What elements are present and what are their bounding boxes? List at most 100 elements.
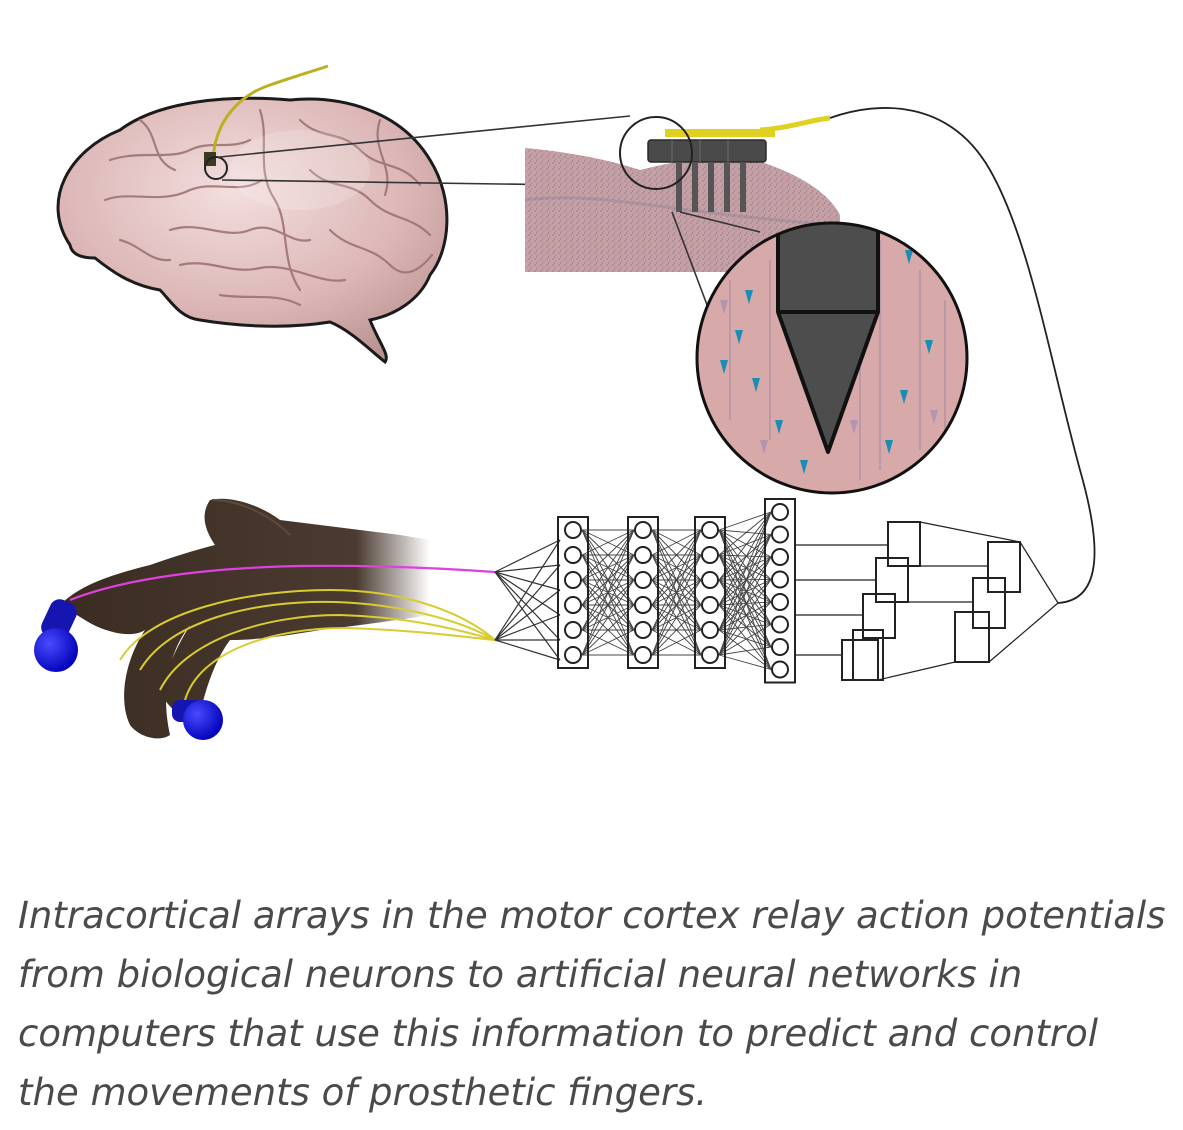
- brain-illustration: [56, 96, 449, 365]
- nn-node: [771, 615, 789, 634]
- nn-connection: [718, 579, 772, 625]
- nn-connection: [718, 511, 772, 656]
- nn-node: [564, 596, 582, 614]
- nn-node: [564, 621, 582, 639]
- nn-connection: [718, 554, 772, 603]
- nn-connection: [718, 601, 772, 606]
- bci-diagram: [34, 64, 1096, 740]
- nn-connection: [718, 604, 772, 648]
- nn-connection: [718, 529, 772, 558]
- nn-connection: [718, 529, 772, 603]
- nn-connection: [651, 529, 702, 556]
- nn-connection: [718, 654, 772, 670]
- nn-connection: [718, 601, 772, 656]
- nn-connection: [651, 529, 702, 606]
- nn-connection: [581, 554, 635, 656]
- nn-connection: [718, 554, 772, 670]
- nn-connection: [718, 556, 772, 581]
- nn-layer-box: [557, 516, 589, 669]
- nn-node: [701, 546, 719, 564]
- nn-connection: [718, 534, 772, 606]
- nn-connection: [718, 511, 772, 556]
- nn-connection: [581, 529, 635, 556]
- nn-connection: [718, 554, 772, 625]
- nn-node: [771, 593, 789, 611]
- artificial-neural-network: [557, 498, 796, 684]
- nn-connection: [718, 554, 772, 648]
- nn-connection: [718, 529, 772, 648]
- nn-node: [634, 596, 652, 614]
- nn-connection: [581, 604, 635, 656]
- nn-connection: [651, 604, 702, 656]
- nn-node: [634, 646, 652, 664]
- nn-layer-box: [764, 498, 796, 684]
- nn-connection: [718, 556, 772, 631]
- figure-caption: Intracortical arrays in the motor cortex…: [18, 894, 1166, 1114]
- nn-connection: [651, 529, 702, 581]
- nn-connection: [581, 529, 635, 631]
- signal-cable: [829, 107, 1096, 604]
- nn-connection: [718, 624, 772, 631]
- nn-connection: [651, 579, 702, 656]
- nn-node: [771, 525, 789, 544]
- nn-connection: [651, 629, 702, 656]
- nn-connection: [718, 629, 772, 648]
- nn-connection: [718, 579, 772, 606]
- implant-lead-wire: [211, 64, 329, 161]
- nn-node: [634, 621, 652, 639]
- nn-connection: [718, 511, 772, 581]
- nn-connection: [651, 554, 702, 656]
- nn-connection: [718, 601, 772, 631]
- nn-connection: [581, 529, 635, 581]
- nn-connection: [718, 511, 772, 631]
- nn-layer-box: [627, 516, 659, 669]
- nn-node: [634, 571, 652, 589]
- nn-connection: [718, 511, 772, 606]
- output-blocks: [841, 521, 1021, 681]
- nn-connection: [651, 529, 702, 656]
- nn-connection: [581, 529, 635, 656]
- nn-connection: [581, 629, 635, 656]
- nn-node: [771, 660, 789, 679]
- nn-connection: [718, 556, 772, 656]
- nn-node: [771, 638, 789, 656]
- nn-connection: [718, 629, 772, 670]
- nn-connection: [718, 624, 772, 656]
- nn-connection: [718, 554, 772, 558]
- nn-connection: [718, 529, 772, 670]
- nn-layer-box: [694, 516, 726, 669]
- nn-node: [771, 570, 789, 589]
- nn-connection: [718, 579, 772, 581]
- nn-connection: [718, 534, 772, 656]
- nn-node: [771, 548, 789, 566]
- nn-node: [564, 646, 582, 664]
- nn-connection: [718, 511, 772, 531]
- nn-connection: [718, 579, 772, 656]
- nn-connection: [718, 646, 772, 656]
- nn-connection: [718, 579, 772, 631]
- magnifier-projection-lines: [671, 211, 761, 319]
- nn-connection: [718, 579, 772, 648]
- nn-node: [701, 571, 719, 589]
- nn-connection: [718, 529, 772, 580]
- nn-node: [701, 621, 719, 639]
- prosthetic-hand: [34, 498, 496, 740]
- nn-connection: [718, 534, 772, 581]
- nn-connection: [718, 529, 772, 535]
- nn-node: [701, 646, 719, 664]
- nn-connection: [581, 529, 635, 606]
- electrode-zoom-circle: [619, 116, 693, 190]
- nn-node: [701, 596, 719, 614]
- nn-node: [564, 571, 582, 589]
- tissue-magnifier: [695, 221, 969, 495]
- nn-connection: [718, 604, 772, 625]
- nn-node: [564, 546, 582, 564]
- nn-connection: [581, 579, 635, 656]
- nn-connection: [718, 534, 772, 556]
- output-connectors: [796, 521, 1059, 681]
- nn-connection: [718, 556, 772, 606]
- nn-connection: [718, 579, 772, 670]
- cortex-tissue-block: [524, 148, 841, 272]
- nn-connection: [718, 579, 772, 603]
- nn-node: [701, 521, 719, 539]
